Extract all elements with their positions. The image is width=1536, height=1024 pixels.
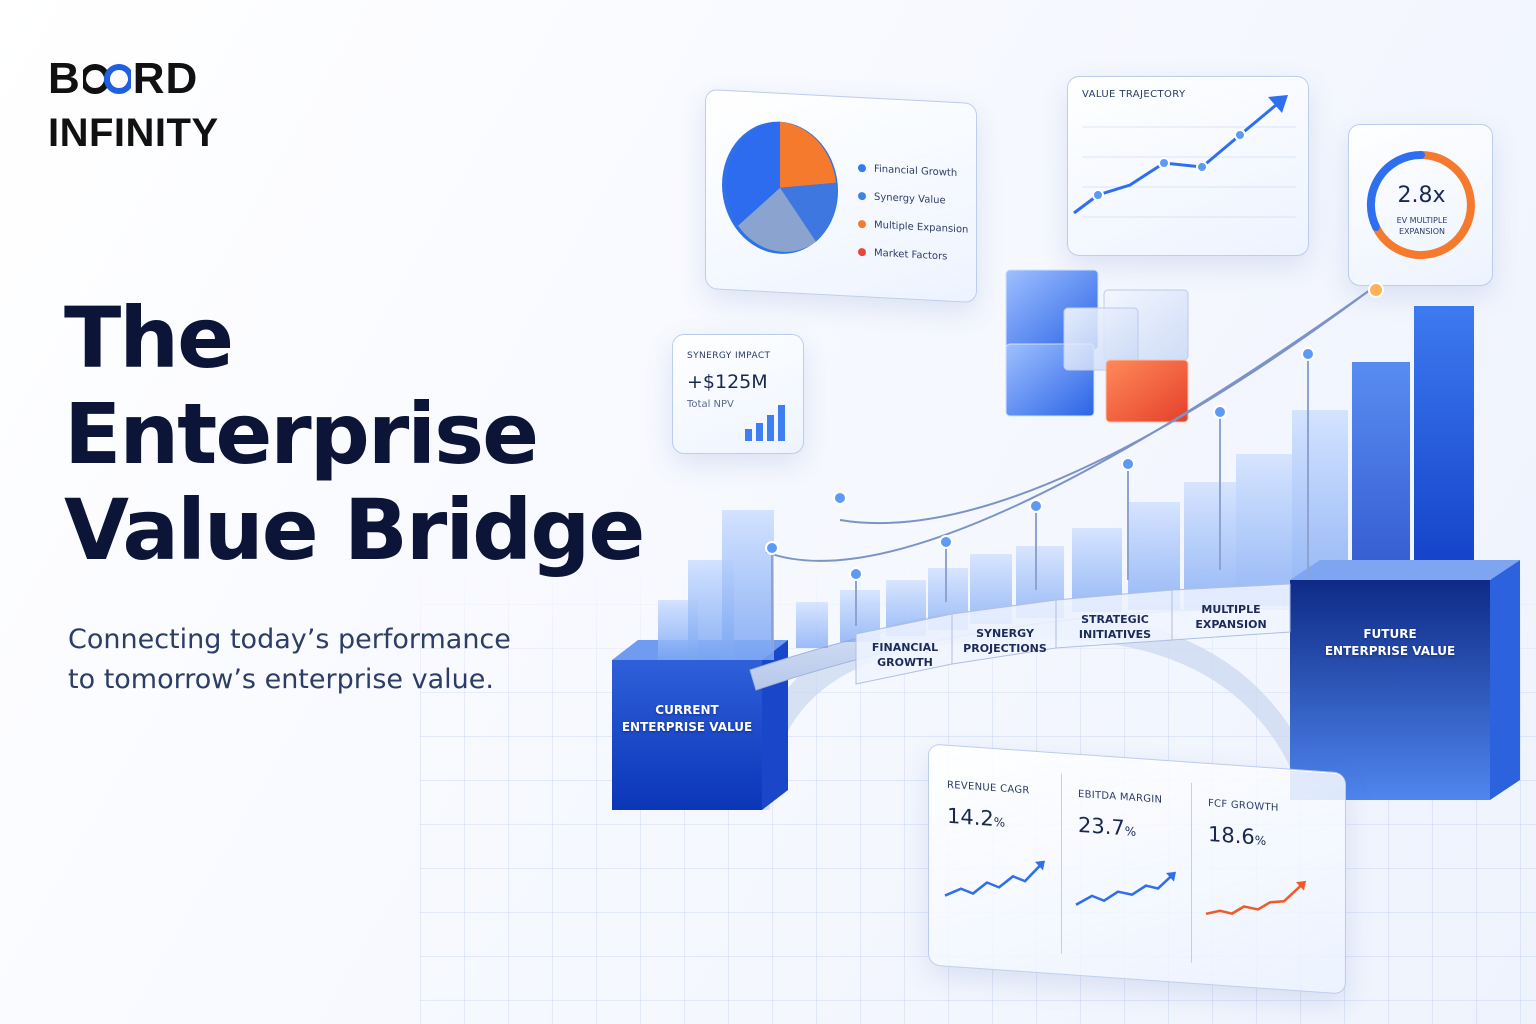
stage-label-line: MULTIPLE — [1201, 603, 1261, 616]
trajectory-title: VALUE TRAJECTORY — [1082, 89, 1186, 100]
stage-multiple-expansion: MULTIPLE EXPANSION — [1176, 602, 1286, 632]
title-line-2: Enterprise — [64, 385, 539, 483]
legend-label: Financial Growth — [874, 163, 958, 179]
ev-multiple-value: 2.8x — [1397, 183, 1446, 208]
stage-label-line: STRATEGIC — [1081, 613, 1149, 626]
stage-synergy-projections: SYNERGY PROJECTIONS — [956, 626, 1054, 656]
legend-dot-icon — [858, 191, 866, 201]
logo-infinity-text: INFINITY — [48, 111, 219, 155]
subtitle-line-2: to tomorrow’s enterprise value. — [68, 664, 494, 695]
current-ev-label: CURRENT ENTERPRISE VALUE — [612, 702, 762, 736]
ev-multiple-label: EV MULTIPLE EXPANSION — [1383, 215, 1461, 237]
future-ev-label-line: FUTURE — [1363, 627, 1417, 641]
ebitda-sparkline-icon — [1075, 871, 1176, 906]
ev-multiple-label-line: EV MULTIPLE — [1396, 216, 1448, 225]
synergy-value: +$125M — [687, 371, 768, 393]
stage-label-line: EXPANSION — [1195, 618, 1267, 631]
stage-label-line: GROWTH — [877, 656, 933, 669]
future-ev-label: FUTURE ENTERPRISE VALUE — [1310, 626, 1470, 660]
kpi-metrics-card: REVENUE CAGR 14.2% EBITDA MARGIN 23.7% F… — [928, 743, 1346, 995]
stage-label-line: SYNERGY — [976, 627, 1034, 640]
metric-value: 23.7% — [1078, 813, 1136, 841]
title-line-3: Value Bridge — [64, 481, 645, 579]
metric-label: REVENUE CAGR — [947, 779, 1030, 797]
metric-fcf-growth: FCF GROWTH 18.6% — [1191, 782, 1321, 972]
page-subtitle: Connecting today’s performance to tomorr… — [68, 620, 588, 700]
metric-number: 23.7 — [1078, 812, 1125, 841]
stage-label-line: PROJECTIONS — [963, 642, 1047, 655]
pie-chart-graphic — [722, 121, 838, 254]
logo-wordmark: B RD — [48, 56, 219, 102]
legend-label: Synergy Value — [874, 191, 946, 206]
legend-dot-icon — [858, 219, 866, 229]
value-mix-card: Financial Growth Synergy Value Multiple … — [705, 88, 977, 304]
logo-letter-b: B — [48, 54, 81, 103]
metric-unit: % — [1124, 824, 1137, 839]
legend-dot-icon — [858, 163, 866, 173]
current-ev-label-line: CURRENT — [655, 703, 719, 717]
bar-chart-icon — [745, 405, 785, 441]
logo-letters-rd: RD — [132, 54, 199, 103]
current-ev-label-line: ENTERPRISE VALUE — [621, 720, 753, 734]
future-ev-label-line: ENTERPRISE VALUE — [1324, 644, 1456, 658]
infinity-loop-icon — [82, 64, 131, 94]
title-line-1: The — [64, 289, 234, 387]
metric-label: EBITDA MARGIN — [1078, 788, 1163, 806]
legend-label: Multiple Expansion — [874, 219, 969, 236]
stage-label-line: FINANCIAL — [871, 641, 939, 654]
value-bridge-graphic — [612, 282, 1520, 810]
stage-label-line: INITIATIVES — [1078, 628, 1152, 641]
stage-strategic-initiatives: STRATEGIC INITIATIVES — [1062, 612, 1168, 642]
ev-multiple-card: 2.8x EV MULTIPLE EXPANSION — [1348, 124, 1493, 286]
value-trajectory-card: VALUE TRAJECTORY — [1067, 76, 1309, 256]
synergy-impact-card: SYNERGY IMPACT +$125M Total NPV — [672, 334, 804, 454]
metric-number: 14.2 — [947, 803, 994, 831]
metric-value: 14.2% — [947, 804, 1005, 832]
metric-revenue-cagr: REVENUE CAGR 14.2% — [931, 765, 1061, 954]
metric-ebitda-margin: EBITDA MARGIN 23.7% — [1061, 773, 1191, 963]
synergy-subtitle: Total NPV — [687, 399, 734, 410]
metric-label: FCF GROWTH — [1208, 797, 1279, 814]
metric-value: 18.6% — [1208, 822, 1266, 850]
metric-unit: % — [993, 814, 1006, 830]
stage-financial-growth: FINANCIAL GROWTH — [862, 640, 948, 670]
board-infinity-logo[interactable]: B RD INFINITY — [48, 56, 219, 156]
strategy-cubes-graphic — [1005, 269, 1189, 423]
subtitle-line-1: Connecting today’s performance — [68, 624, 511, 655]
synergy-title: SYNERGY IMPACT — [687, 351, 771, 361]
page-title: The Enterprise Value Bridge — [64, 290, 664, 578]
metric-unit: % — [1254, 833, 1267, 849]
ring-gauge-graphic — [1366, 150, 1475, 259]
revenue-sparkline-icon — [944, 860, 1045, 897]
fcf-sparkline-icon — [1205, 880, 1306, 916]
metric-number: 18.6 — [1208, 821, 1255, 850]
ev-multiple-label-line: EXPANSION — [1398, 227, 1446, 236]
trajectory-line-graphic — [1073, 95, 1296, 218]
